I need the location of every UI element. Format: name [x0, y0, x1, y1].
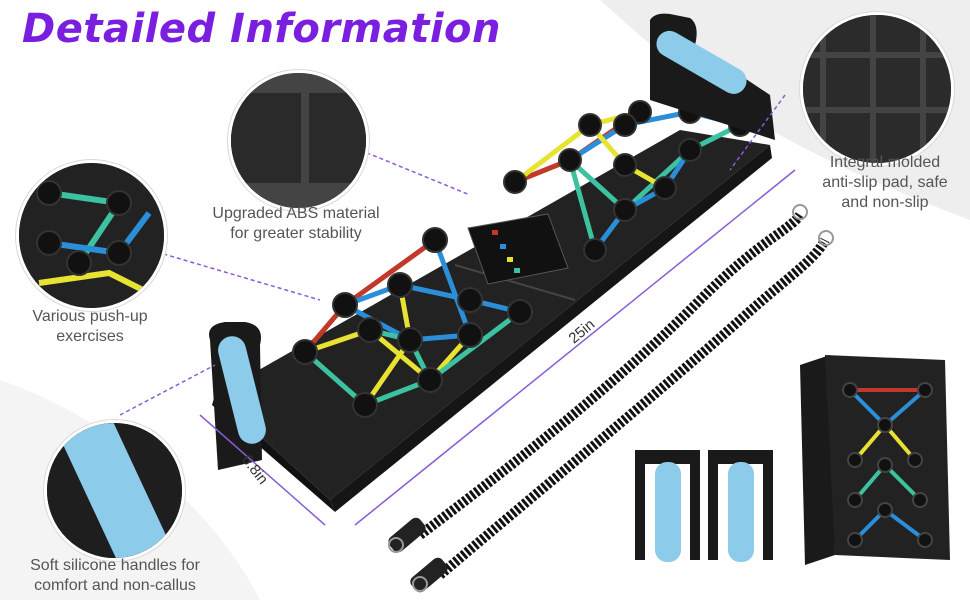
back-handle — [650, 13, 775, 141]
pushup-pattern-closeup — [16, 160, 167, 311]
handles-label: Soft silicone handles for comfort and no… — [30, 557, 200, 594]
detached-handles — [635, 450, 773, 562]
abs-material-closeup — [228, 70, 369, 211]
front-handle — [209, 322, 266, 470]
antislip-closeup — [800, 12, 954, 166]
folded-board — [800, 355, 950, 565]
pushup-label: Various push-up exercises — [32, 308, 148, 345]
handle-closeup — [44, 420, 185, 561]
antislip-label: Integral molded anti-slip pad, safe and … — [822, 154, 948, 211]
abs-material-label: Upgraded ABS material for greater stabil… — [212, 205, 380, 242]
page-title: Detailed Information — [22, 6, 501, 52]
